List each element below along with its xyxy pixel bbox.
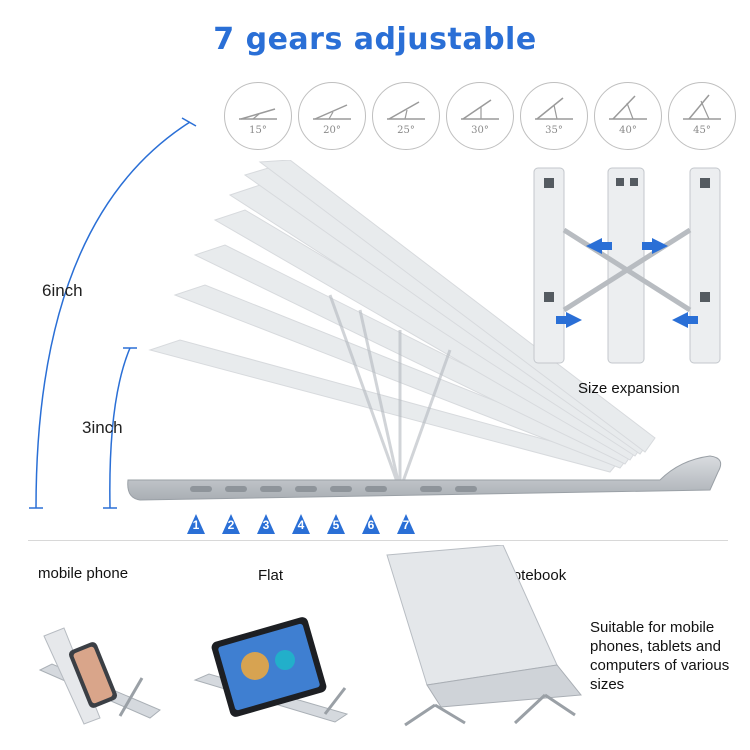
angle-label: 15° — [249, 125, 267, 136]
step-flag-icon — [362, 514, 380, 534]
angle-icon — [239, 108, 277, 120]
stand-legs — [404, 693, 576, 727]
ghost-legs — [328, 294, 452, 491]
step-marker-7: 7 — [397, 514, 415, 534]
tall-arc-cap — [181, 117, 197, 127]
angle-gear-35: 35° — [520, 82, 588, 150]
step-number: 5 — [332, 518, 340, 532]
step-number: 7 — [402, 518, 410, 532]
angle-icon — [683, 94, 721, 120]
angle-label: 35° — [545, 125, 563, 136]
height-label-tall: 6inch — [42, 281, 83, 300]
expansion-frames — [533, 167, 721, 364]
tablet-flat-image — [193, 617, 349, 723]
step-flag-icon — [257, 514, 275, 534]
angle-icon — [535, 97, 573, 120]
angle-label: 20° — [323, 125, 341, 136]
step-marker-1: 1 — [187, 514, 205, 534]
angle-label: 30° — [471, 125, 489, 136]
step-marker-5: 5 — [327, 514, 345, 534]
step-flag-icon — [292, 514, 310, 534]
angle-icon — [609, 95, 647, 120]
step-flag-icon — [187, 514, 205, 534]
angle-gear-20: 20° — [298, 82, 366, 150]
base-slots — [190, 486, 477, 492]
compatibility-note: Suitable for mobile phones, tablets and … — [590, 619, 730, 693]
angle-gear-45: 45° — [668, 82, 736, 150]
step-marker-6: 6 — [362, 514, 380, 534]
angle-gear-15: 15° — [224, 82, 292, 150]
stand-base — [127, 455, 722, 501]
angle-label: 25° — [397, 125, 415, 136]
laptop-on-stand-image — [386, 545, 582, 727]
step-marker-4: 4 — [292, 514, 310, 534]
step-marker-3: 3 — [257, 514, 275, 534]
angle-gear-40: 40° — [594, 82, 662, 150]
laptop-stand-illustration — [127, 160, 722, 501]
angle-label: 40° — [619, 125, 637, 136]
ghost-panels — [148, 160, 656, 473]
expansion-arrows — [556, 238, 698, 328]
angle-icon — [313, 104, 351, 120]
angle-gear-30: 30° — [446, 82, 514, 150]
step-number: 6 — [367, 518, 375, 532]
angle-label: 45° — [693, 125, 711, 136]
size-expansion-illustration — [533, 167, 721, 364]
angle-icon — [387, 101, 425, 120]
step-number: 2 — [227, 518, 235, 532]
page-title: 7 gears adjustable — [213, 22, 537, 57]
height-arcs — [29, 117, 197, 509]
step-number: 4 — [297, 518, 305, 532]
scissor-links — [562, 227, 692, 313]
use-caption-flat: Flat — [258, 567, 284, 584]
step-flag-icon — [222, 514, 240, 534]
section-divider — [28, 540, 728, 541]
size-expansion-label: Size expansion — [578, 380, 680, 397]
angle-gear-25: 25° — [372, 82, 440, 150]
angle-icon — [461, 99, 499, 120]
use-caption-phone: mobile phone — [38, 565, 129, 582]
laptop-lid — [386, 545, 558, 686]
tall-arc — [35, 121, 191, 509]
step-number: 1 — [192, 518, 200, 532]
phone-on-stand-image — [38, 627, 161, 725]
step-flag-icon — [327, 514, 345, 534]
step-marker-2: 2 — [222, 514, 240, 534]
height-label-short: 3inch — [82, 418, 123, 437]
rubber-pads — [544, 178, 710, 302]
step-number: 3 — [262, 518, 270, 532]
step-flag-icon — [397, 514, 415, 534]
short-arc — [109, 347, 131, 509]
